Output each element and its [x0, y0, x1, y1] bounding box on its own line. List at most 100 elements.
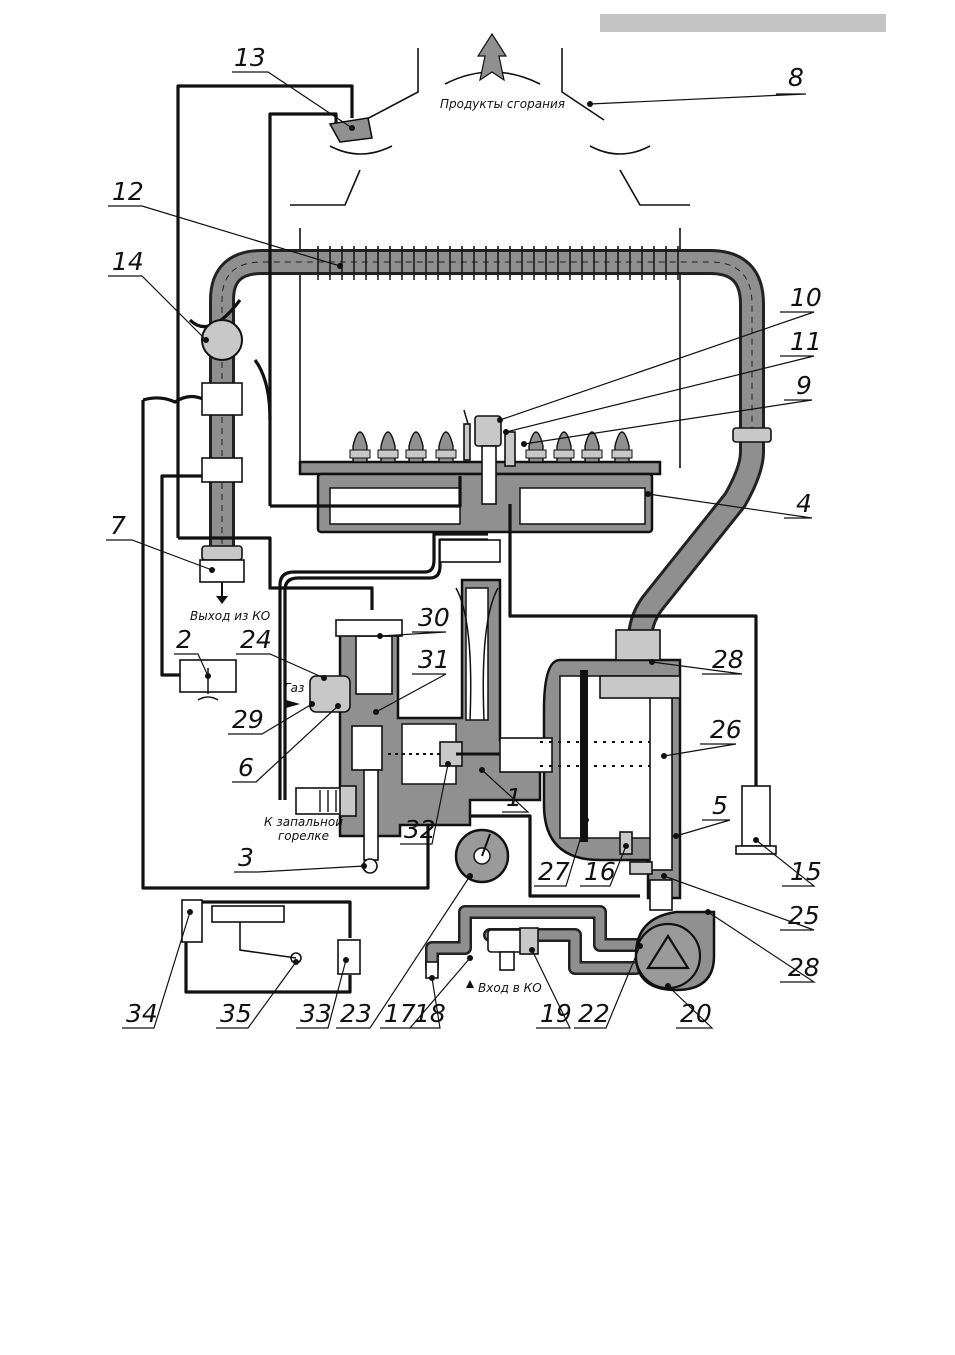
- callout-number: 12: [112, 177, 144, 206]
- pilot-label-line1: К запальной: [264, 815, 343, 829]
- leader-dot: [661, 873, 667, 879]
- gas-label: Газ: [284, 681, 304, 695]
- callout-number: 8: [788, 63, 804, 92]
- pipe-coupling: [733, 428, 771, 442]
- burner-nozzle: [378, 432, 398, 462]
- callout-number: 1: [506, 783, 522, 812]
- burner-assembly: [300, 432, 660, 532]
- callout-number: 13: [234, 43, 266, 72]
- callout-number: 28: [788, 953, 820, 982]
- leader-dot: [665, 983, 671, 989]
- leader-dot: [335, 703, 341, 709]
- callout-number: 5: [712, 791, 728, 820]
- leader-dot: [521, 441, 527, 447]
- callout-number: 20: [680, 999, 712, 1028]
- callout-c29: 29: [228, 701, 315, 734]
- inlet-ko-label: Вход в КО: [478, 981, 542, 995]
- leader-dot: [377, 633, 383, 639]
- callout-number: 30: [418, 603, 450, 632]
- inlet-arrow-icon: [466, 980, 474, 988]
- leader-dot: [349, 125, 355, 131]
- callout-c14: 14: [108, 247, 209, 343]
- leader-dot: [343, 957, 349, 963]
- pressure-gauge: [456, 830, 508, 882]
- callout-number: 25: [788, 901, 820, 930]
- callout-number: 10: [790, 283, 822, 312]
- leader-dot: [497, 417, 503, 423]
- callout-number: 28: [712, 645, 744, 674]
- leader-dot: [637, 943, 643, 949]
- callout-number: 26: [710, 715, 742, 744]
- callout-number: 27: [538, 857, 570, 886]
- leader-line: [108, 276, 206, 340]
- leader-dot: [293, 959, 299, 965]
- leader-dot: [445, 761, 451, 767]
- callout-c5: 5: [673, 791, 730, 839]
- combustion-products-label: Продукты сгорания: [440, 97, 565, 111]
- callout-c10: 10: [497, 283, 822, 423]
- callout-number: 16: [584, 857, 616, 886]
- callout-number: 19: [540, 999, 572, 1028]
- leader-dot: [467, 955, 473, 961]
- callout-number: 22: [578, 999, 610, 1028]
- callout-number: 35: [220, 999, 252, 1028]
- leader-dot: [583, 817, 589, 823]
- callout-number: 9: [796, 371, 812, 400]
- leader-line: [676, 820, 730, 836]
- header-bar: [600, 14, 886, 32]
- leader-dot: [205, 673, 211, 679]
- callout-c8: 8: [587, 63, 806, 107]
- leader-dot: [649, 659, 655, 665]
- leader-dot: [661, 753, 667, 759]
- leader-dot: [645, 491, 651, 497]
- callout-number: 32: [404, 815, 436, 844]
- callout-number: 6: [238, 753, 254, 782]
- outlet-fitting: [200, 546, 244, 604]
- burner-nozzle: [612, 432, 632, 462]
- pipe-clamp-lower: [202, 458, 242, 482]
- callout-number: 17: [384, 999, 416, 1028]
- callout-number: 14: [112, 247, 144, 276]
- outlet-ko-label: Выход из КО: [190, 609, 270, 623]
- leader-dot: [429, 975, 435, 981]
- callout-number: 2: [176, 625, 192, 654]
- burner-nozzle: [406, 432, 426, 462]
- gas-arrow-icon: [286, 700, 300, 708]
- ignition-unit: [736, 786, 776, 854]
- leader-dot: [203, 337, 209, 343]
- leader-line: [500, 312, 814, 420]
- electrical-box: [182, 900, 360, 974]
- callout-number: 31: [418, 645, 450, 674]
- burner-nozzle: [436, 432, 456, 462]
- leader-dot: [529, 947, 535, 953]
- leader-dot: [373, 709, 379, 715]
- callout-number: 29: [232, 705, 264, 734]
- burner-nozzle: [526, 432, 546, 462]
- leader-line: [590, 94, 806, 104]
- callout-c3: 3: [234, 843, 367, 872]
- callout-number: 34: [126, 999, 158, 1028]
- leader-dot: [623, 843, 629, 849]
- ground-terminal: [180, 660, 236, 700]
- leader-dot: [479, 767, 485, 773]
- callout-number: 23: [340, 999, 372, 1028]
- callout-number: 24: [240, 625, 272, 654]
- callout-number: 4: [796, 489, 812, 518]
- pipe-clamp-upper: [202, 383, 242, 415]
- leader-dot: [467, 873, 473, 879]
- leader-dot: [503, 429, 509, 435]
- callout-number: 15: [790, 857, 822, 886]
- burner-nozzle: [350, 432, 370, 462]
- callout-number: 18: [414, 999, 446, 1028]
- leader-line: [106, 540, 212, 570]
- leader-dot: [321, 675, 327, 681]
- callout-number: 7: [110, 511, 126, 540]
- leader-line: [506, 356, 814, 432]
- exhaust-arrow-icon: [478, 34, 506, 80]
- leader-line: [232, 72, 352, 128]
- callout-number: 33: [300, 999, 332, 1028]
- leader-dot: [337, 263, 343, 269]
- leader-dot: [705, 909, 711, 915]
